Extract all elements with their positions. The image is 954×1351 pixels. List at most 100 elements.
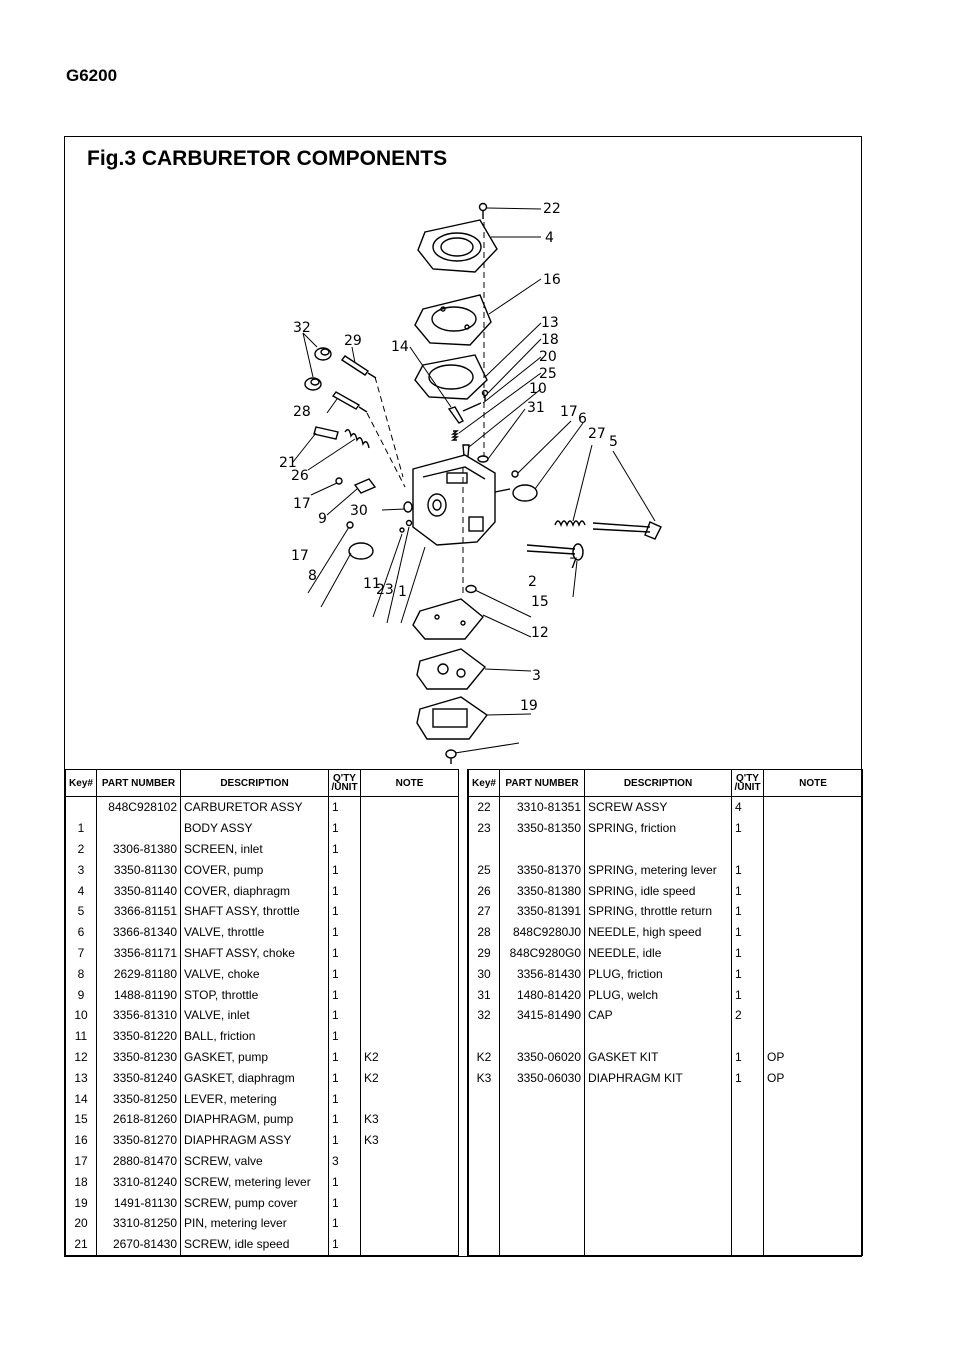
cell-note [360,1233,459,1256]
cell-desc: VALVE, choke [180,963,329,985]
cell-qty: 1 [328,921,361,943]
callout-21: 21 [279,455,297,471]
pump-cover-screw-part [445,749,457,764]
cell-note [360,1171,459,1193]
cell-key: 1 [65,817,97,839]
cell-pn [499,1212,585,1234]
cell-qty [731,838,764,860]
cell-qty: 1 [328,1004,361,1026]
cell-note [763,984,863,1005]
cell-desc: SPRING, throttle return [584,900,732,922]
cell-pn [499,1233,585,1256]
cell-key [65,796,97,818]
cell-qty: 1 [328,900,361,922]
cell-key: 25 [468,859,500,881]
choke-valve-part [348,542,374,560]
cell-qty: 1 [731,1046,764,1068]
cell-qty [731,1088,764,1109]
cell-qty [731,1150,764,1172]
callout-31: 31 [527,400,545,416]
cell-pn: 2880-81470 [96,1150,181,1172]
choke-shaft-part [526,543,584,561]
cell-key: 3 [65,859,97,881]
cell-key [468,1233,500,1256]
cell-qty: 1 [328,796,361,818]
callout-19: 19 [520,698,538,714]
table-row [468,1233,863,1256]
cell-desc [584,1233,732,1256]
cell-note [360,984,459,1005]
callout-17-top: 17 [560,404,578,420]
callout-10: 10 [529,381,547,397]
pump-diaphragm-part [412,598,484,640]
callout-29: 29 [344,333,362,349]
cell-note [763,963,863,985]
callout-labels: 22 4 16 13 18 20 25 10 31 17 6 27 5 32 2… [279,201,618,714]
cell-note [763,1108,863,1130]
cell-note [360,900,459,922]
cell-desc: SPRING, metering lever [584,859,732,881]
cell-note [763,1192,863,1213]
cell-key [468,1171,500,1193]
table-divider [458,769,468,1257]
cell-pn: 848C9280G0 [499,942,585,964]
col-qty-header: Q'TY/UNIT [731,769,764,797]
cell-note: OP [763,1046,863,1068]
cell-key: K3 [468,1067,500,1089]
cell-qty [731,1025,764,1047]
cell-qty: 1 [328,838,361,860]
cell-note [763,1171,863,1193]
cell-qty: 1 [328,859,361,881]
cell-note [360,859,459,881]
cell-key: 7 [65,942,97,964]
col-key-header: Key# [65,769,97,797]
throttle-return-spring-part [554,520,586,527]
cell-pn: 2629-81180 [96,963,181,985]
callout-3: 3 [532,668,541,684]
callout-26: 26 [291,468,309,484]
cell-note [763,1088,863,1109]
pump-gasket-part [416,648,487,690]
cell-note [763,942,863,964]
cell-pn: 3366-81151 [96,900,181,922]
cell-note [360,838,459,860]
col-part-number-header: PART NUMBER [499,769,585,797]
cell-pn: 2618-81260 [96,1108,181,1130]
cell-desc: DIAPHRAGM KIT [584,1067,732,1089]
cell-key: 20 [65,1212,97,1234]
cell-key: 16 [65,1129,97,1151]
figure-title: Fig.3 CARBURETOR COMPONENTS [87,147,448,170]
cell-key [468,1025,500,1047]
cell-desc: SCREW, idle speed [180,1233,329,1256]
cell-desc: VALVE, inlet [180,1004,329,1026]
cell-key [468,838,500,860]
cell-desc: PLUG, welch [584,984,732,1005]
parts-table-right: Key# PART NUMBER DESCRIPTION Q'TY/UNIT N… [468,769,863,1256]
cell-key [468,1192,500,1213]
cell-key: 5 [65,900,97,922]
callout-18: 18 [541,332,559,348]
cell-desc [584,838,732,860]
cell-desc [584,1192,732,1213]
cell-qty: 2 [731,1004,764,1026]
cell-pn: 848C928102 [96,796,181,818]
callout-22: 22 [543,201,561,217]
cell-qty: 3 [328,1150,361,1172]
cell-pn: 3310-81240 [96,1171,181,1193]
cell-qty: 1 [731,880,764,901]
parts-table-left: Key# PART NUMBER DESCRIPTION Q'TY/UNIT N… [65,769,459,1256]
